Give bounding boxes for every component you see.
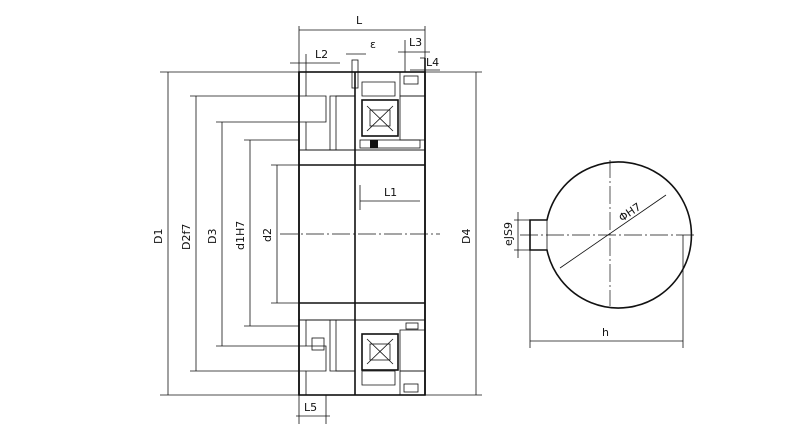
dim-h: h: [602, 326, 609, 339]
dim-L1: L1: [384, 186, 397, 199]
dim-bore: ΦH7: [616, 200, 643, 224]
dim-D1: D1: [152, 229, 165, 244]
dim-L2: L2: [315, 48, 328, 61]
dim-D4: D4: [460, 229, 473, 244]
bore-outline: [529, 161, 693, 309]
dim-L3: L3: [409, 36, 422, 49]
upper-section-hatching: [298, 71, 426, 166]
dim-D3: D3: [206, 229, 219, 244]
dim-d2: d2: [261, 228, 274, 242]
lower-section-hatching: [298, 302, 426, 396]
dim-L5: L5: [304, 401, 317, 414]
vertical-dimensions: D1 D2f7 D3 d1H7 d2 D4: [152, 71, 482, 396]
dim-L4: L4: [426, 56, 439, 69]
dim-D2: D2f7: [180, 224, 193, 250]
front-view: L L2 ε L3 L4 L1 L5 D1 D2f7: [152, 14, 482, 424]
bore-section-view: ΦH7 eJS9 h: [502, 160, 695, 348]
dim-L: L: [356, 14, 363, 27]
dim-gap: ε: [370, 38, 376, 51]
lower-coil: [361, 333, 399, 371]
upper-coil: [361, 99, 399, 137]
dim-d1: d1H7: [234, 221, 247, 250]
dim-keyway: eJS9: [502, 222, 515, 246]
